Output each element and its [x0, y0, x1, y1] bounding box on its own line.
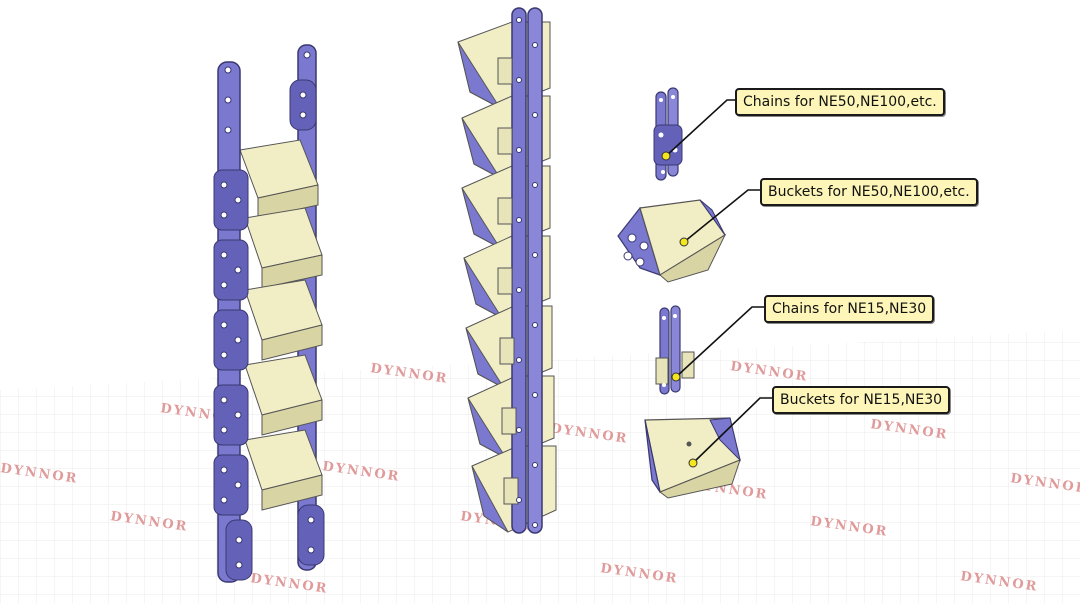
leader-line-4 — [692, 397, 774, 464]
chain-strand-center-a — [511, 7, 527, 534]
callout-buckets-ne50-label: Buckets for NE50,NE100,etc. — [768, 184, 970, 200]
part-bucket-ne50 — [617, 199, 727, 283]
leader-dot-1 — [661, 151, 671, 161]
callout-chains-ne50-label: Chains for NE50,NE100,etc. — [743, 94, 937, 110]
leader-line-1 — [665, 99, 737, 157]
buckets-left — [239, 139, 323, 511]
leader-dot-4 — [688, 458, 698, 468]
part-chain-ne50 — [653, 87, 683, 181]
leader-line-2 — [683, 189, 762, 243]
callout-chains-ne50: Chains for NE50,NE100,etc. — [735, 88, 945, 116]
leader-lines — [665, 99, 774, 464]
leader-dot-3 — [671, 372, 681, 382]
leader-dots — [661, 151, 698, 468]
leader-dot-2 — [679, 237, 689, 247]
assembly-left — [213, 44, 325, 583]
chain-strand-center-b — [527, 7, 543, 534]
mounting-plates-center — [497, 57, 519, 505]
part-bucket-ne15 — [644, 417, 741, 499]
callout-chains-ne15: Chains for NE15,NE30 — [764, 295, 935, 323]
chain-pins-center — [516, 17, 538, 528]
callout-buckets-ne15-label: Buckets for NE15,NE30 — [780, 392, 943, 408]
assembly-center — [457, 7, 557, 534]
leader-line-3 — [675, 306, 766, 378]
callout-buckets-ne50: Buckets for NE50,NE100,etc. — [760, 178, 978, 206]
part-chain-ne15 — [655, 305, 695, 395]
chain-pins-left — [220, 51, 315, 569]
callout-buckets-ne15: Buckets for NE15,NE30 — [772, 386, 951, 414]
callout-chains-ne15-label: Chains for NE15,NE30 — [772, 301, 927, 317]
